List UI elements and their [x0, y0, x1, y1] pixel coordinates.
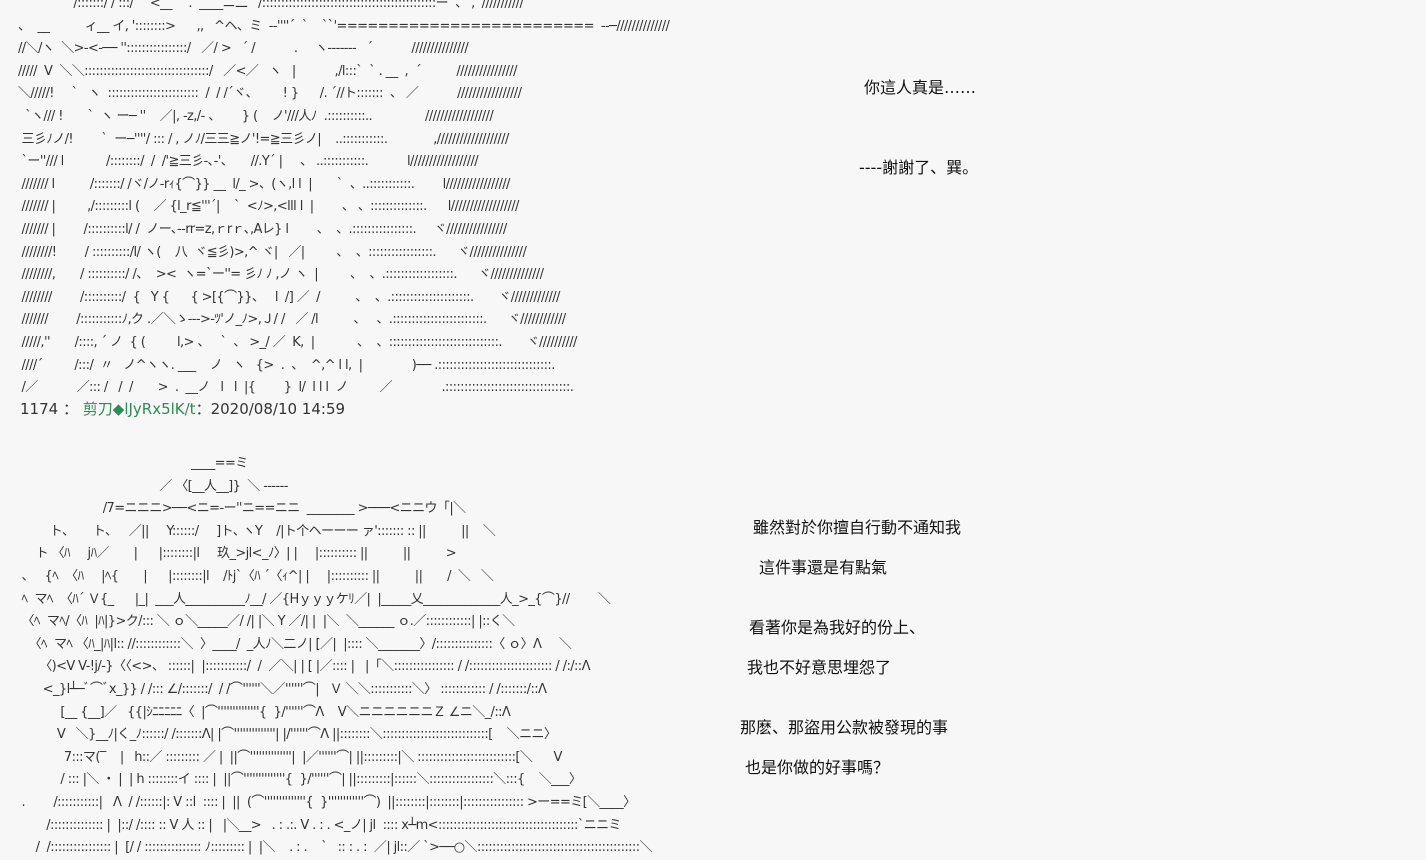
dialog-line: 你這人真是…… [864, 78, 977, 97]
dialog-line: ----謝謝了、巽。 [859, 158, 979, 177]
poster-name: 剪刀 [82, 400, 113, 418]
ascii-art-scene-1: ` /:::::::/ / :::/ `<__ ` . ____ニ二 /::::… [18, 0, 670, 396]
dialog-line: 也是你做的好事嗎？ [745, 758, 890, 777]
dialog-line: 那麽、那盜用公款被發現的事 [740, 718, 949, 737]
dialog-line: 雖然對於你擅自行動不通知我 [753, 518, 962, 537]
dialog-line: 看著你是為我好的份上、 [749, 618, 926, 637]
dialog-line: 這件事還是有點氣 [759, 558, 888, 577]
ascii-art-scene-2: ____==ミ ／ 〈[__人__]} ＼ ------ /7=ニニニ>──<ニ… [21, 456, 653, 856]
poster-trip: ◆lJyRx5lK/t [112, 400, 196, 418]
post-date: ：2020/08/10 14:59 [195, 400, 346, 418]
dialog-line: 我也不好意思埋怨了 [747, 658, 892, 677]
post-number: 1174 [20, 400, 59, 418]
post-header: 1174 ： 剪刀◆lJyRx5lK/t：2020/08/10 14:59 [20, 399, 345, 419]
post-separator: ： [62, 400, 78, 418]
